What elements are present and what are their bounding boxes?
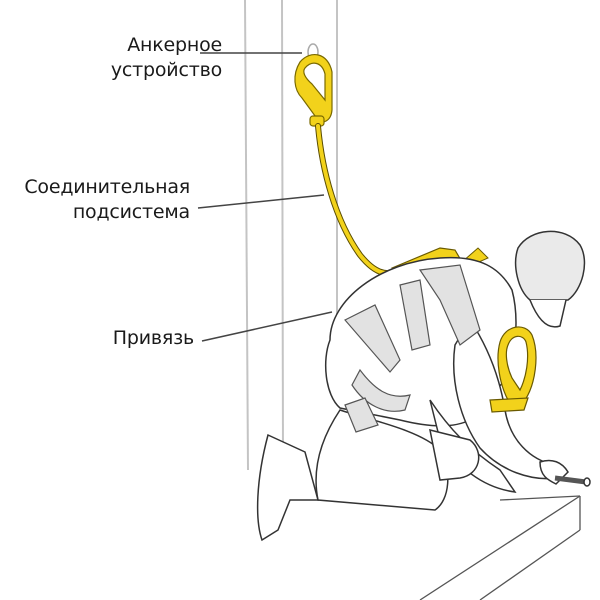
label-connecting-line-2: подсистема bbox=[72, 201, 190, 223]
leader-lines bbox=[197, 52, 333, 342]
label-anchor-line-1: Анкерное bbox=[127, 34, 222, 56]
worker-figure bbox=[256, 230, 591, 542]
carabiner-rear-icon bbox=[489, 326, 537, 413]
ledge-platform bbox=[419, 495, 581, 600]
label-connecting-subsystem: Соединительная подсистема bbox=[24, 175, 190, 225]
label-anchor-device: Анкерное устройство bbox=[111, 33, 222, 83]
label-connecting-line-1: Соединительная bbox=[24, 176, 190, 198]
carabiner-top-icon bbox=[294, 54, 333, 127]
label-harness: Привязь bbox=[113, 326, 194, 351]
harness-straps bbox=[344, 264, 481, 433]
label-anchor-line-2: устройство bbox=[110, 59, 222, 81]
label-harness-line-1: Привязь bbox=[112, 327, 194, 349]
column-structure bbox=[244, 0, 338, 471]
